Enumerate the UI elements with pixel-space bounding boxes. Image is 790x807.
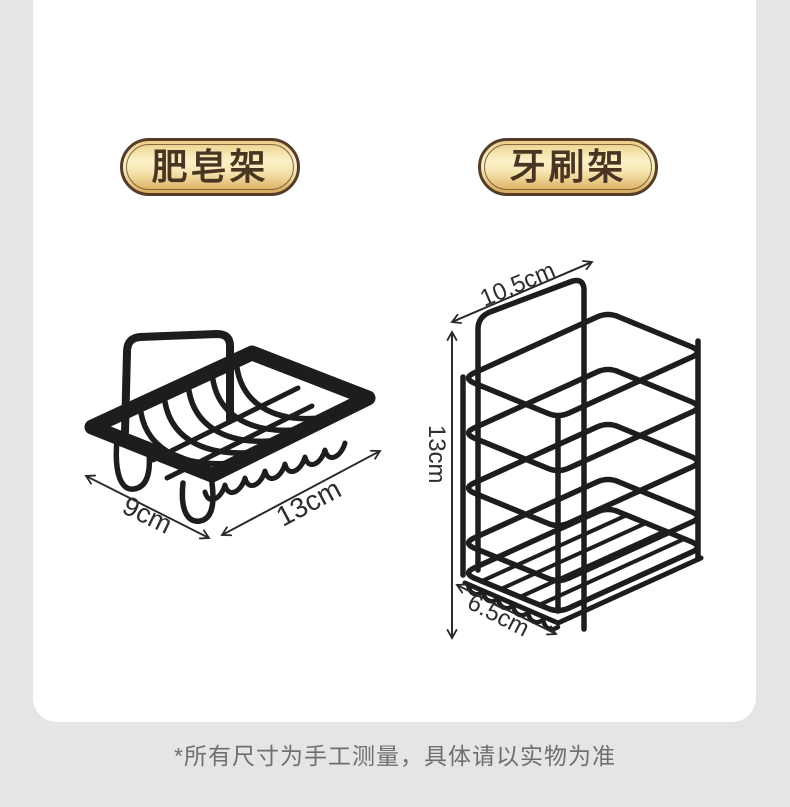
dimension-arrow-toothbrush-height [446, 330, 458, 640]
dimension-arrow-soap-width [220, 449, 382, 537]
dimension-arrow-toothbrush-depth [455, 583, 558, 636]
dimension-arrow-soap-depth [84, 474, 211, 540]
badge-soap-rack: 肥皂架 [120, 138, 300, 196]
soap-rack-wires [84, 330, 376, 524]
measurement-disclaimer: *所有尺寸为手工测量，具体请以实物为准 [174, 743, 616, 769]
badge-toothbrush-rack-label: 牙刷架 [509, 146, 627, 187]
dimension-label-toothbrush-height: 13cm [423, 424, 451, 484]
soap-rack-illustration [84, 330, 376, 524]
dimension-arrow-toothbrush-width [450, 260, 594, 324]
content-card [33, 0, 756, 722]
badge-soap-rack-label: 肥皂架 [151, 146, 269, 187]
toothbrush-rack-illustration [460, 277, 704, 632]
toothbrush-rack-wires [460, 277, 704, 632]
badge-toothbrush-rack: 牙刷架 [478, 138, 658, 196]
